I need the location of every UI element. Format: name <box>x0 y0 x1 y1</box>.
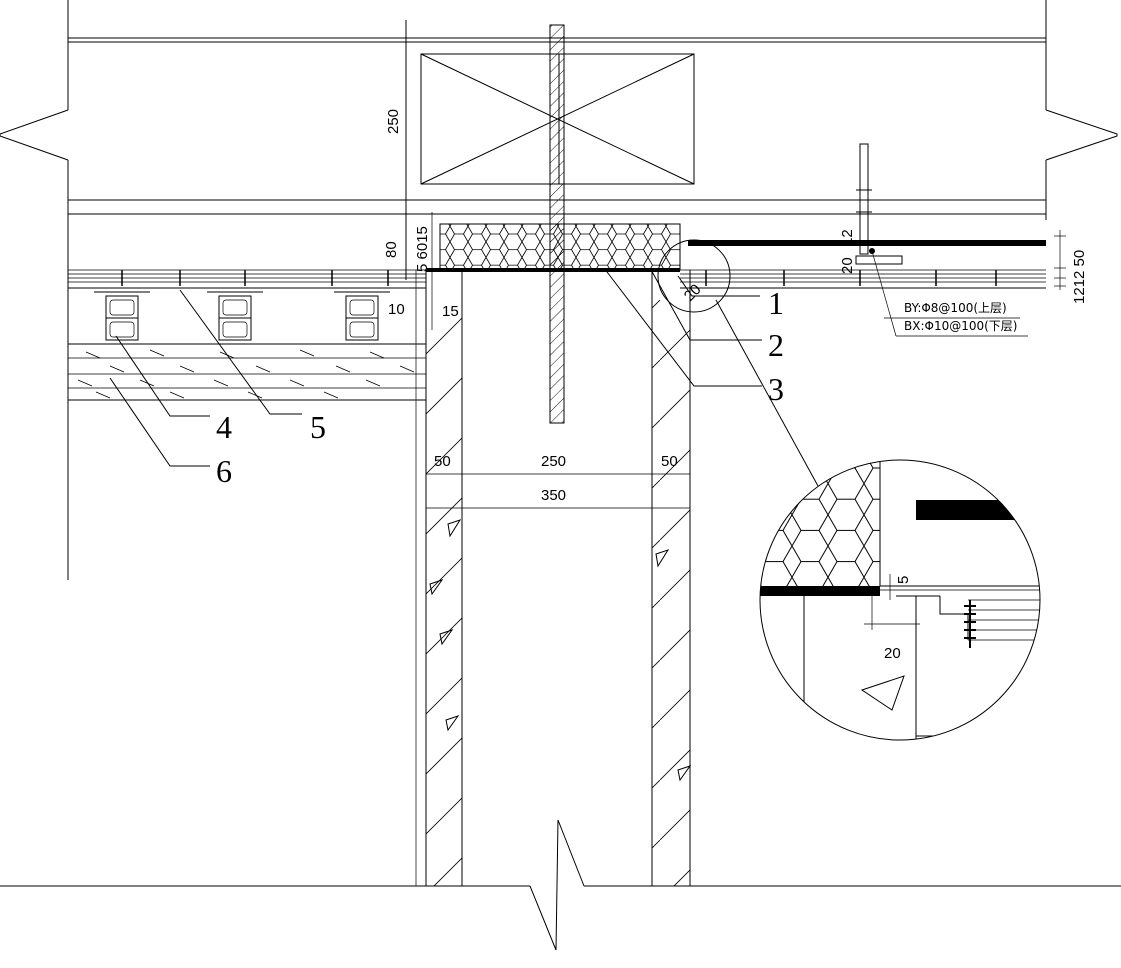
dim-left-10: 10 <box>388 301 405 318</box>
callout-numbers: 1 2 3 4 5 6 <box>216 285 784 489</box>
rebar-anchor <box>855 143 1028 337</box>
dimension-lines <box>405 212 1066 514</box>
detail-dim-5: 5 <box>895 576 912 584</box>
dim-left-80: 80 <box>383 241 400 258</box>
rebar-note-lower: BX:Φ10@100(下层) <box>904 319 1017 333</box>
callout-3: 3 <box>768 371 784 407</box>
dim-top-250: 250 <box>385 109 402 134</box>
dim-slab-20: 20 <box>839 257 856 274</box>
detail-magnified: 5 20 <box>759 459 1041 741</box>
callout-5: 5 <box>310 409 326 445</box>
dim-bottom-350: 350 <box>541 487 566 504</box>
floor-layers <box>68 269 1046 289</box>
detail-dim-20: 20 <box>884 645 901 662</box>
foam-insulation <box>439 223 681 271</box>
keel-profiles <box>94 291 390 341</box>
rebar-note-upper: BY:Φ8@100(上层) <box>904 301 1007 315</box>
wall <box>415 270 692 886</box>
dimension-labels: 250 80 5 6015 10 15 12 20 1212 50 20 50 … <box>383 109 1088 504</box>
base-layers <box>68 343 426 401</box>
callout-6: 6 <box>216 453 232 489</box>
dim-left-15: 15 <box>442 303 459 320</box>
membrane <box>426 240 1046 272</box>
callout-4: 4 <box>216 409 232 445</box>
callout-1: 1 <box>768 285 784 321</box>
leaders <box>109 239 819 487</box>
dim-left-5601: 5 6015 <box>414 226 431 272</box>
dim-bottom-250: 250 <box>541 453 566 470</box>
dim-bottom-50-right: 50 <box>661 453 678 470</box>
callout-2: 2 <box>768 327 784 363</box>
dim-slab-right: 1212 50 <box>1071 250 1088 304</box>
dim-slab-12: 12 <box>839 229 856 246</box>
bottom-slab <box>0 819 1121 951</box>
rebar-notes: BY:Φ8@100(上层) BX:Φ10@100(下层) <box>904 301 1017 333</box>
dim-bottom-50-left: 50 <box>434 453 451 470</box>
